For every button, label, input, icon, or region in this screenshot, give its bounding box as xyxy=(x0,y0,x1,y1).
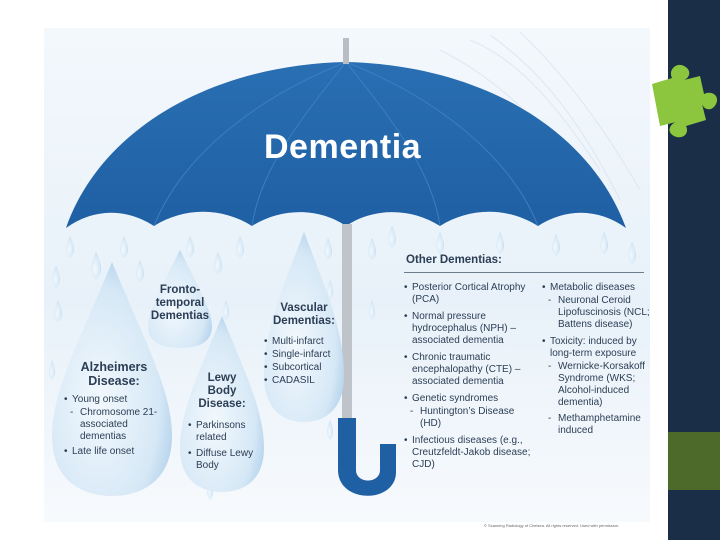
umbrella-handle xyxy=(338,418,396,496)
alzheimers-item: Young onset xyxy=(64,394,164,406)
other-dementias-item: Genetic syndromes xyxy=(404,393,536,405)
other-dementias-item: Huntington’s Disease (HD) xyxy=(404,406,536,430)
other-dementias-item: Chronic traumatic encephalopathy (CTE) –… xyxy=(404,352,536,388)
umbrella-canopy-rib xyxy=(153,61,347,227)
alzheimers-item: Chromosome 21-associated dementias xyxy=(64,407,164,443)
other-dementias-item: Infectious diseases (e.g., Creutzfeldt-J… xyxy=(404,435,536,471)
sidebar-gap xyxy=(660,0,668,540)
other-dementias-left-list: Posterior Cortical Atrophy (PCA) Normal … xyxy=(404,282,536,472)
puzzle-piece-icon xyxy=(652,64,718,138)
umbrella-canopy-rib xyxy=(251,61,347,227)
other-dementias-title: Other Dementias: xyxy=(406,254,502,266)
other-dementias-item: Posterior Cortical Atrophy (PCA) xyxy=(404,282,536,306)
umbrella-tip xyxy=(343,38,349,64)
vascular-title: Vascular Dementias: xyxy=(273,302,335,328)
umbrella-canopy-rib xyxy=(345,61,441,227)
vascular-item: Subcortical xyxy=(264,362,344,374)
other-dementias-item: Normal pressure hydrocephalus (NPH) – as… xyxy=(404,311,536,347)
vascular-item: Multi-infarct xyxy=(264,336,344,348)
image-credit: © Scanning Radiology of Chelsea. All rig… xyxy=(484,523,620,528)
sidebar-accent-block xyxy=(668,432,720,490)
umbrella-canopy xyxy=(66,62,626,228)
drop-frontotemporal xyxy=(148,250,212,348)
alzheimers-item: Late life onset xyxy=(64,446,164,458)
umbrella-canopy-rib xyxy=(345,61,539,227)
frontotemporal-title: Fronto- temporal Dementias xyxy=(150,284,210,323)
other-dementias-item: Methamphetamine induced xyxy=(542,413,650,437)
vascular-item: Single-infarct xyxy=(264,349,344,361)
other-dementias-item: Neuronal Ceroid Lipofuscinosis (NCL; Bat… xyxy=(542,295,650,331)
other-dementias-right-list: Metabolic diseases Neuronal Ceroid Lipof… xyxy=(542,282,650,438)
other-dementias-item: Wernicke-Korsakoff Syndrome (WKS; Alcoho… xyxy=(542,361,650,409)
vascular-item: CADASIL xyxy=(264,375,344,387)
lewy-item: Diffuse Lewy Body xyxy=(188,448,260,472)
lewy-title: Lewy Body Disease: xyxy=(198,372,246,411)
vascular-list: Multi-infarct Single-infarct Subcortical… xyxy=(264,336,344,388)
other-dementias-divider xyxy=(404,272,644,273)
umbrella-shaft xyxy=(342,224,352,420)
alzheimers-title: Alzheimers Disease: xyxy=(80,360,148,389)
other-dementias-item: Toxicity: induced by long-term exposure xyxy=(542,336,650,360)
raindrops-small xyxy=(49,226,636,500)
other-dementias-item: Metabolic diseases xyxy=(542,282,650,294)
alzheimers-list: Young onset Chromosome 21-associated dem… xyxy=(64,394,164,459)
lewy-item: Parkinsons related xyxy=(188,420,260,444)
diagram-title: Dementia xyxy=(264,128,422,166)
lewy-list: Parkinsons related Diffuse Lewy Body xyxy=(188,420,260,473)
